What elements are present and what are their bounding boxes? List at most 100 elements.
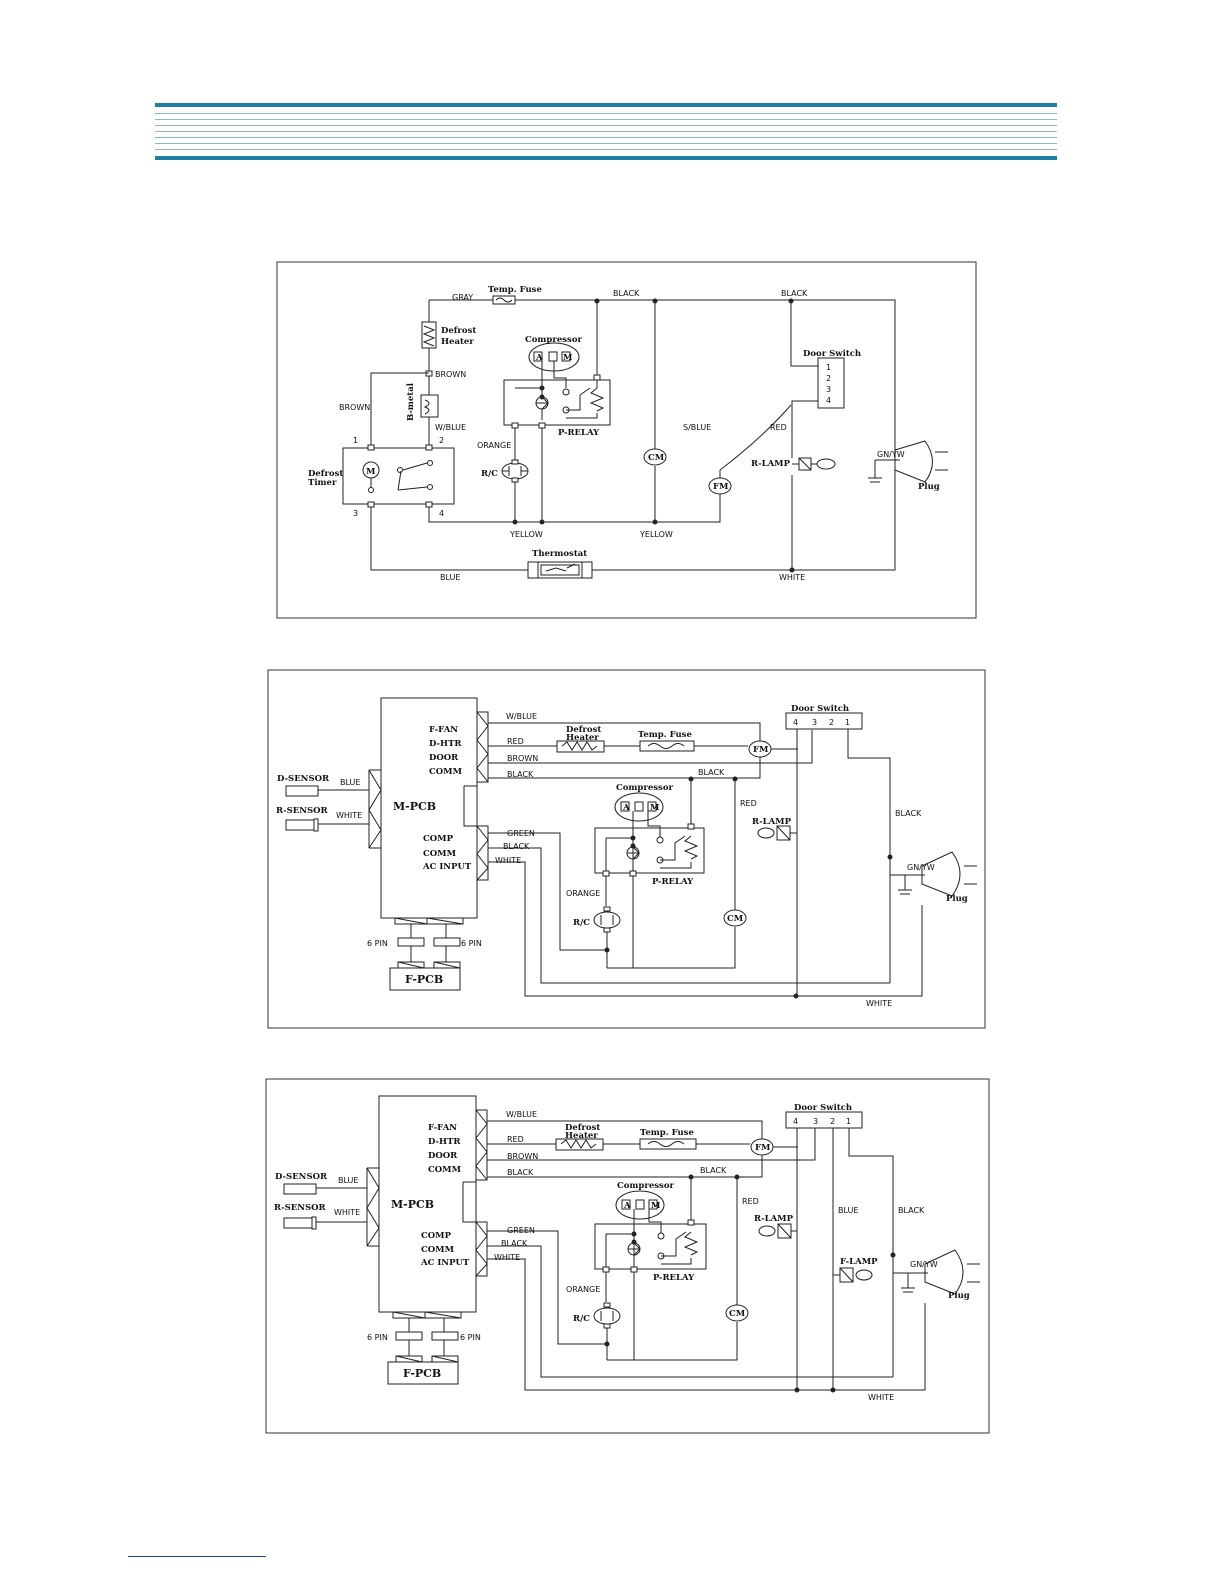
wire-label-white: WHITE <box>494 1253 520 1262</box>
diagram-3-frame <box>265 1078 990 1434</box>
f-lamp-label: F-LAMP <box>840 1257 878 1267</box>
rc-label: R/C <box>573 918 590 928</box>
pcb-label: COMM <box>428 1165 462 1175</box>
wire-label-white: WHITE <box>336 811 362 820</box>
plug-symbol <box>890 851 977 897</box>
fm-label: FM <box>753 745 769 755</box>
pin-connector-label: 6 PIN <box>367 939 388 948</box>
wire-label-black: BLACK <box>507 770 534 779</box>
r-lamp-label: R-LAMP <box>751 459 791 469</box>
f-pcb-label: F-PCB <box>405 973 443 986</box>
wire-label-red: RED <box>507 737 524 746</box>
plug-label: Plug <box>946 894 968 904</box>
f-pcb-label: F-PCB <box>403 1367 441 1380</box>
rc-capacitor-symbol <box>593 911 621 929</box>
comp-pin-m: M <box>563 353 573 363</box>
wire-label-red: RED <box>740 799 757 808</box>
f-lamp-symbol <box>839 1267 873 1283</box>
wire-label-s-blue: S/BLUE <box>683 423 711 432</box>
timer-motor-label: M <box>366 467 376 477</box>
fm-motor-symbol <box>708 477 732 495</box>
pcb-label: DOOR <box>428 1151 458 1161</box>
rc-label: R/C <box>573 1314 590 1324</box>
wire-label-black: BLACK <box>501 1239 528 1248</box>
m-pcb-label: M-PCB <box>393 800 436 813</box>
wire-label-blue: BLUE <box>340 778 360 787</box>
diagram-2-frame <box>267 669 986 1029</box>
wiring-diagram-3: Door Switch 4 3 2 1 W/BLUE Defrost Heate… <box>265 1078 990 1434</box>
r-sensor-label: R-SENSOR <box>276 806 329 816</box>
temp-fuse-label: Temp. Fuse <box>488 285 542 295</box>
pcb-label: F-FAN <box>429 725 458 735</box>
d-sensor-label: D-SENSOR <box>277 774 330 784</box>
m-pcb-label: M-PCB <box>391 1198 434 1211</box>
wire-label-yellow: YELLOW <box>639 530 673 539</box>
r-lamp-symbol <box>798 457 836 471</box>
door-switch-symbol <box>817 357 845 409</box>
wiring-diagram-2: Door Switch 4 3 2 1 W/BLUE Defrost Heate… <box>267 669 986 1029</box>
wire-label-blue: BLUE <box>440 573 460 582</box>
wire-label-white: WHITE <box>866 999 892 1008</box>
compressor-label: Compressor <box>525 335 582 345</box>
door-switch-label: Door Switch <box>794 1103 852 1113</box>
header-stripe-band <box>155 103 1057 161</box>
thermostat-symbol <box>527 561 593 579</box>
fm-label: FM <box>755 1143 771 1153</box>
pcb-label: COMM <box>421 1245 455 1255</box>
fm-label: FM <box>713 482 729 492</box>
wire-label-w-blue: W/BLUE <box>506 712 537 721</box>
comp-pin-m: M <box>650 803 660 813</box>
defrost-heater-label: Heater <box>441 337 474 347</box>
pcb-label: DOOR <box>429 753 459 763</box>
wire-label-black: BLACK <box>613 289 640 298</box>
door-switch-pin: 3 <box>812 718 817 727</box>
compressor-label: Compressor <box>616 783 673 793</box>
wire-label-yellow: YELLOW <box>509 530 543 539</box>
wire-label-black: BLACK <box>503 842 530 851</box>
pcb-label: AC INPUT <box>420 1258 470 1268</box>
pcb-label: COMM <box>429 767 463 777</box>
door-switch-label: Door Switch <box>791 704 849 714</box>
timer-pin: 4 <box>439 509 444 518</box>
cm-motor-symbol <box>725 1304 749 1322</box>
door-switch-pin: 3 <box>813 1117 818 1126</box>
wire-label-orange: ORANGE <box>566 1285 600 1294</box>
wire-label-blue: BLUE <box>838 1206 858 1215</box>
compressor-symbol <box>614 792 664 822</box>
door-switch-pin: 4 <box>793 1117 798 1126</box>
wire-label-black: BLACK <box>700 1166 727 1175</box>
wire-label-gn-yw: GN/YW <box>907 863 935 872</box>
thermostat-label: Thermostat <box>532 549 587 559</box>
comp-pin-a: A <box>622 803 630 813</box>
r-lamp-symbol <box>757 825 791 841</box>
d-sensor-label: D-SENSOR <box>275 1172 328 1182</box>
r-lamp-label: R-LAMP <box>754 1214 794 1224</box>
wire-label-blue: BLUE <box>338 1176 358 1185</box>
pcb-label: D-HTR <box>429 739 462 749</box>
door-switch-pin: 1 <box>846 1117 851 1126</box>
cm-motor-symbol <box>723 909 747 927</box>
door-switch-pin: 4 <box>826 396 831 405</box>
defrost-heater-symbol <box>555 1138 604 1151</box>
door-switch-pin: 3 <box>826 385 831 394</box>
rc-capacitor-symbol <box>501 462 529 480</box>
door-switch-pin: 1 <box>826 363 831 372</box>
wire-label-w-blue: W/BLUE <box>435 423 466 432</box>
wire-label-brown: BROWN <box>339 403 370 412</box>
wire-label-black: BLACK <box>781 289 808 298</box>
b-metal-label: B-metal <box>406 382 416 421</box>
diagram-1-frame <box>276 261 977 619</box>
wire-label-white: WHITE <box>334 1208 360 1217</box>
wire-label-red: RED <box>770 423 787 432</box>
timer-pin: 2 <box>439 436 444 445</box>
plug-label: Plug <box>918 482 940 492</box>
rc-label: R/C <box>481 469 498 479</box>
wire-label-white: WHITE <box>868 1393 894 1402</box>
wire-label-black: BLACK <box>895 809 922 818</box>
wire-label-red: RED <box>507 1135 524 1144</box>
pcb-label: AC INPUT <box>422 862 472 872</box>
footer-rule <box>128 1556 266 1557</box>
wire-label-red: RED <box>742 1197 759 1206</box>
plug-symbol <box>868 440 948 483</box>
defrost-heater-label: Heater <box>565 1131 598 1141</box>
